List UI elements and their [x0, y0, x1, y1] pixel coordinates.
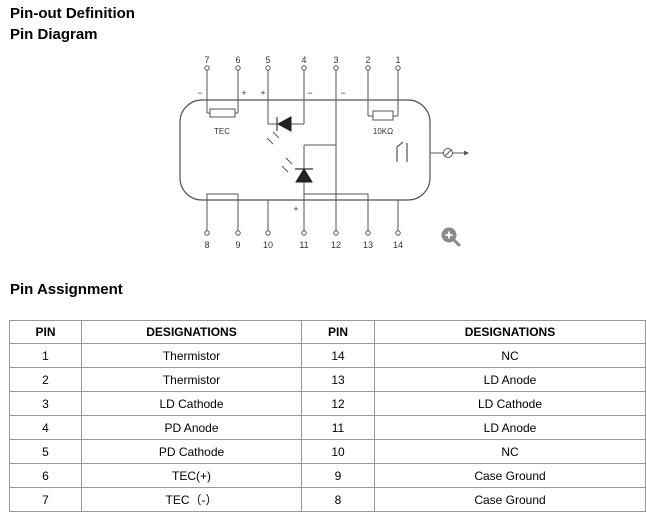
top-pin-label: 1	[395, 55, 400, 65]
bottom-pin-label: 10	[263, 240, 273, 250]
top-pin-label: 5	[265, 55, 270, 65]
plus-sign: +	[241, 88, 246, 98]
pin-cell: 12	[301, 391, 375, 416]
designation-cell: NC	[374, 439, 646, 464]
pin-assignment-table: PIN DESIGNATIONS PIN DESIGNATIONS 1 Ther…	[9, 320, 646, 512]
plus-sign: +	[293, 204, 298, 214]
bottom-pin-label: 11	[299, 240, 308, 250]
pin-cell: 10	[301, 439, 375, 464]
designation-cell: LD Anode	[374, 415, 646, 440]
pin-cell: 4	[9, 415, 82, 440]
tec-element	[206, 100, 239, 118]
header-designations: DESIGNATIONS	[374, 320, 646, 344]
designation-cell: Case Ground	[374, 463, 646, 488]
pin-cell: 11	[301, 415, 375, 440]
designation-cell: PD Cathode	[81, 439, 302, 464]
header-designations: DESIGNATIONS	[81, 320, 302, 344]
bottom-pin-label: 14	[393, 240, 403, 250]
top-pin-label: 6	[235, 55, 240, 65]
fiber-output	[430, 148, 464, 158]
photodiode	[266, 100, 305, 145]
top-pin-label: 4	[301, 55, 306, 65]
table-header-row: PIN DESIGNATIONS PIN DESIGNATIONS	[9, 320, 646, 344]
pin-cell: 7	[9, 487, 82, 512]
pin-assignment-heading: Pin Assignment	[10, 281, 123, 298]
case-ground-connection	[206, 193, 239, 200]
minus-sign: −	[340, 88, 345, 98]
bottom-pin-label: 12	[331, 240, 341, 250]
table-row: 5 PD Cathode 10 NC	[9, 439, 646, 464]
designation-cell: TEC（-）	[81, 487, 302, 512]
table-row: 1 Thermistor 14 NC	[9, 343, 646, 368]
designation-cell: PD Anode	[81, 415, 302, 440]
pin-cell: 1	[9, 343, 82, 368]
top-pin-label: 2	[365, 55, 370, 65]
bottom-pin-terminal	[235, 230, 241, 236]
isolator-symbol	[396, 141, 408, 162]
minus-sign: −	[307, 88, 312, 98]
designation-cell: LD Cathode	[374, 391, 646, 416]
fiber-arrow-icon	[464, 150, 469, 156]
pin-cell: 8	[301, 487, 375, 512]
top-pin-terminal	[265, 65, 271, 71]
thermistor-resistor	[367, 100, 399, 121]
tec-label: TEC	[214, 127, 230, 136]
designation-cell: Case Ground	[374, 487, 646, 512]
designation-cell: LD Anode	[374, 367, 646, 392]
top-pin-terminal	[395, 65, 401, 71]
bottom-pin-terminal	[265, 230, 271, 236]
bottom-pin-label: 13	[363, 240, 373, 250]
designation-cell: NC	[374, 343, 646, 368]
pinout-definition-heading: Pin-out Definition	[10, 5, 135, 22]
bottom-pin-terminal	[395, 230, 401, 236]
resistor-label: 10KΩ	[373, 127, 393, 136]
minus-sign: −	[197, 88, 202, 98]
zoom-in-icon[interactable]	[441, 227, 461, 247]
bottom-pin-terminal	[365, 230, 371, 236]
top-pin-terminal	[235, 65, 241, 71]
designation-cell: Thermistor	[81, 343, 302, 368]
pin-diagram-svg: 7 6 5 4 3 2 1 − +	[179, 55, 469, 250]
pin-diagram: 7 6 5 4 3 2 1 − +	[177, 52, 477, 252]
table-row: 7 TEC（-） 8 Case Ground	[9, 487, 646, 512]
bottom-pin-terminal	[204, 230, 210, 236]
bottom-pin-terminal	[301, 230, 307, 236]
anode-bus	[304, 193, 369, 200]
table-row: 6 TEC(+) 9 Case Ground	[9, 463, 646, 488]
bottom-pin-terminal	[333, 230, 339, 236]
pin-cell: 2	[9, 367, 82, 392]
pin-cell: 13	[301, 367, 375, 392]
plus-sign: +	[260, 88, 265, 98]
designation-cell: Thermistor	[81, 367, 302, 392]
top-pin-terminal	[333, 65, 339, 71]
pin-diagram-heading: Pin Diagram	[10, 26, 98, 43]
package-outline	[179, 99, 431, 201]
pin-cell: 3	[9, 391, 82, 416]
top-pin-label: 3	[333, 55, 338, 65]
header-pin: PIN	[9, 320, 82, 344]
bottom-pin-label: 8	[204, 240, 209, 250]
designation-cell: LD Cathode	[81, 391, 302, 416]
pin-cell: 9	[301, 463, 375, 488]
table-row: 4 PD Anode 11 LD Anode	[9, 415, 646, 440]
header-pin: PIN	[301, 320, 375, 344]
designation-cell: TEC(+)	[81, 463, 302, 488]
laser-diode	[281, 144, 336, 200]
top-pin-terminal	[301, 65, 307, 71]
bottom-pin-label: 9	[235, 240, 240, 250]
top-pin-label: 7	[204, 55, 209, 65]
top-pin-terminal	[204, 65, 210, 71]
pin-cell: 6	[9, 463, 82, 488]
pin-cell: 5	[9, 439, 82, 464]
table-row: 3 LD Cathode 12 LD Cathode	[9, 391, 646, 416]
table-row: 2 Thermistor 13 LD Anode	[9, 367, 646, 392]
pin-cell: 14	[301, 343, 375, 368]
top-pin-terminal	[365, 65, 371, 71]
